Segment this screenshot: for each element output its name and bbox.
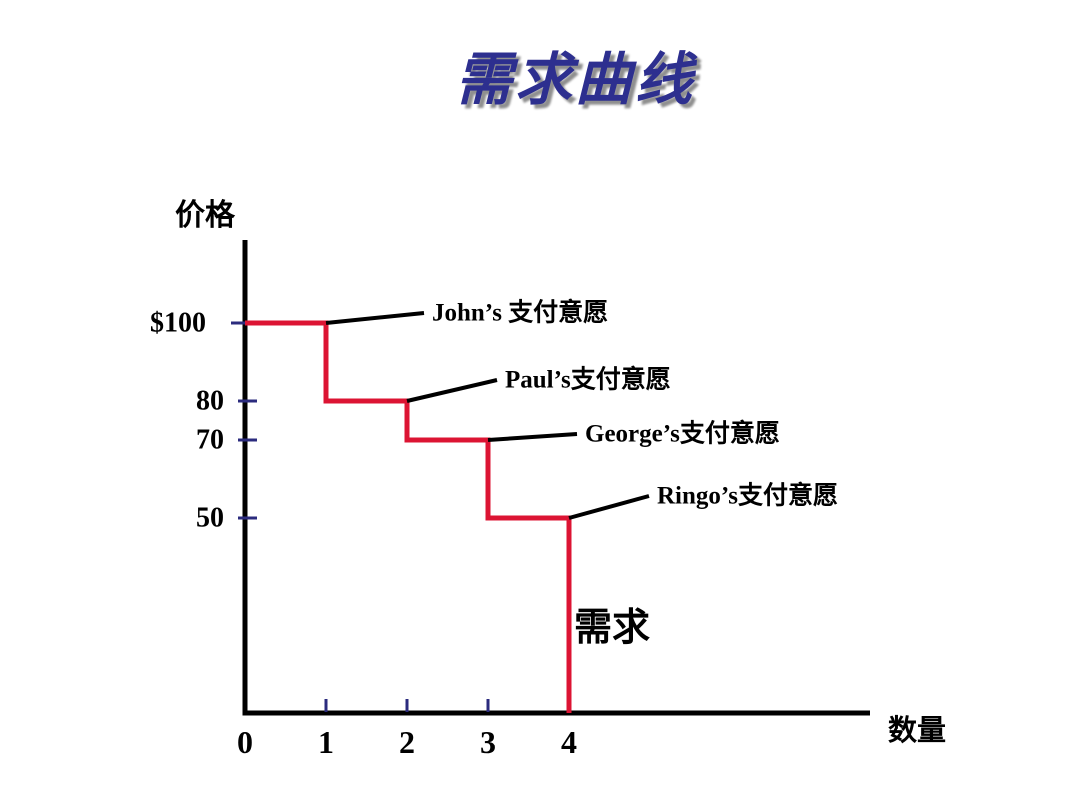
annotation-label-paul: Paul’s支付意愿 bbox=[505, 365, 671, 394]
y-tick-label-50: 50 bbox=[196, 503, 224, 534]
demand-curve-label: 需求 bbox=[574, 607, 651, 649]
x-tick-label-2: 2 bbox=[399, 724, 415, 760]
annotation-label-george: George’s支付意愿 bbox=[585, 419, 780, 448]
y-axis-title: 价格 bbox=[175, 199, 235, 232]
callout-line-paul bbox=[406, 378, 498, 403]
x-tick-label-0: 0 bbox=[237, 724, 253, 760]
x-axis-title: 数量 bbox=[888, 715, 947, 747]
callout-line-george bbox=[487, 432, 578, 442]
callout-line-john bbox=[325, 311, 425, 325]
annotation-label-ringo: Ringo’s支付意愿 bbox=[657, 481, 838, 510]
chart-title: 需求曲线 bbox=[455, 49, 695, 112]
annotation-label-john: John’s 支付意愿 bbox=[432, 298, 608, 327]
y-tick-label-80: 80 bbox=[196, 386, 224, 417]
x-tick-label-3: 3 bbox=[480, 724, 496, 760]
callout-line-ringo bbox=[568, 494, 650, 520]
x-tick-label-1: 1 bbox=[318, 724, 334, 760]
y-tick-label-100: $100 bbox=[150, 308, 206, 339]
demand-step-curve bbox=[245, 320, 572, 713]
x-tick-label-4: 4 bbox=[561, 724, 577, 760]
y-tick-label-70: 70 bbox=[196, 425, 224, 456]
